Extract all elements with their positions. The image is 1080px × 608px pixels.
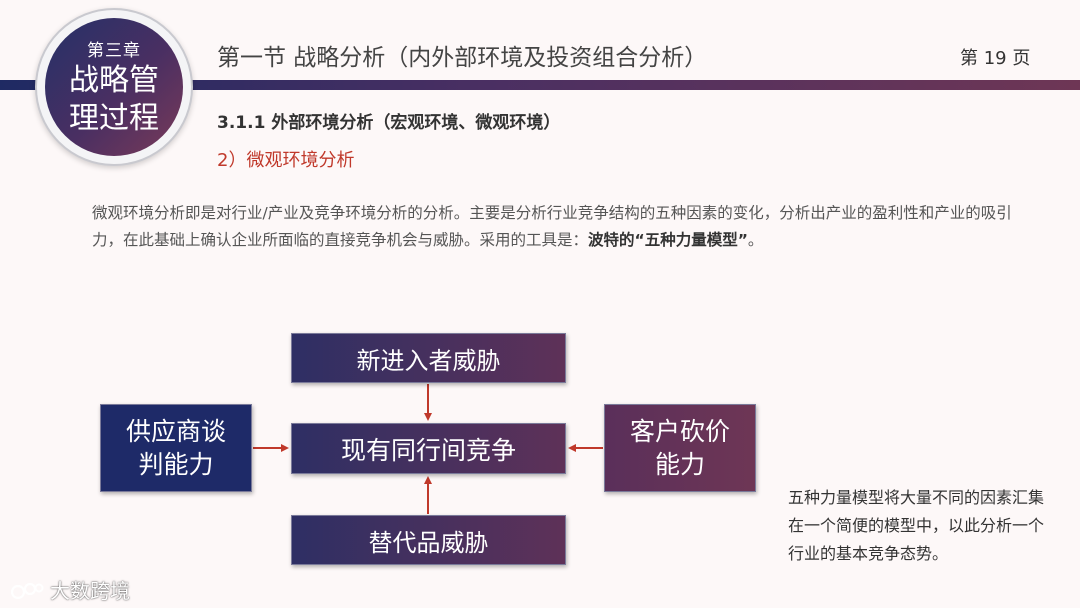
chapter-title-line2: 理过程 [69,101,159,136]
model-note: 五种力量模型将大量不同的因素汇集在一个简便的模型中，以此分析一个行业的基本竞争态… [788,488,1045,563]
body-paragraph: 微观环境分析即是对行业/产业及竞争环境分析的分析。主要是分析行业竞争结构的五种因… [92,200,1042,254]
force-buyer-power-line2: 能力 [654,450,705,479]
section-title: 第一节 战略分析（内外部环境及投资组合分析） [217,45,708,71]
page-number: 第 19 页 [960,48,1031,69]
subsection-heading: 3.1.1 外部环境分析（宏观环境、微观环境） [217,113,561,133]
chapter-title-line1: 战略管 [69,63,159,98]
force-supplier-power-line1: 供应商谈 [125,417,226,446]
force-supplier-power-line2: 判能力 [138,450,214,479]
chapter-badge: 第三章 战略管 理过程 [45,18,183,156]
watermark: 大数跨境 [10,575,130,604]
force-new-entrants-label: 新进入者威胁 [356,346,501,375]
force-rivalry-label: 现有同行间竞争 [340,435,516,465]
sub-subsection-heading: 2）微观环境分析 [217,150,355,171]
paragraph-tail: 。 [747,231,764,249]
chapter-title: 战略管 理过程 [63,62,165,138]
force-new-entrants: 新进入者威胁 [291,333,566,383]
force-substitutes: 替代品威胁 [291,515,566,565]
paragraph-emphasis: 波特的“五种力量模型” [588,231,748,249]
force-rivalry: 现有同行间竞争 [291,423,566,474]
paragraph-text: 微观环境分析即是对行业/产业及竞争环境分析的分析。主要是分析行业竞争结构的五种因… [92,204,1012,249]
force-substitutes-label: 替代品威胁 [368,528,489,557]
force-buyer-power: 客户砍价 能力 [604,404,756,492]
watermark-text: 大数跨境 [50,579,130,603]
watermark-logo-icon [10,582,44,600]
force-buyer-power-line1: 客户砍价 [629,417,730,446]
header-bar [0,80,1080,90]
force-supplier-power: 供应商谈 判能力 [100,404,252,492]
chapter-number: 第三章 [87,41,141,61]
